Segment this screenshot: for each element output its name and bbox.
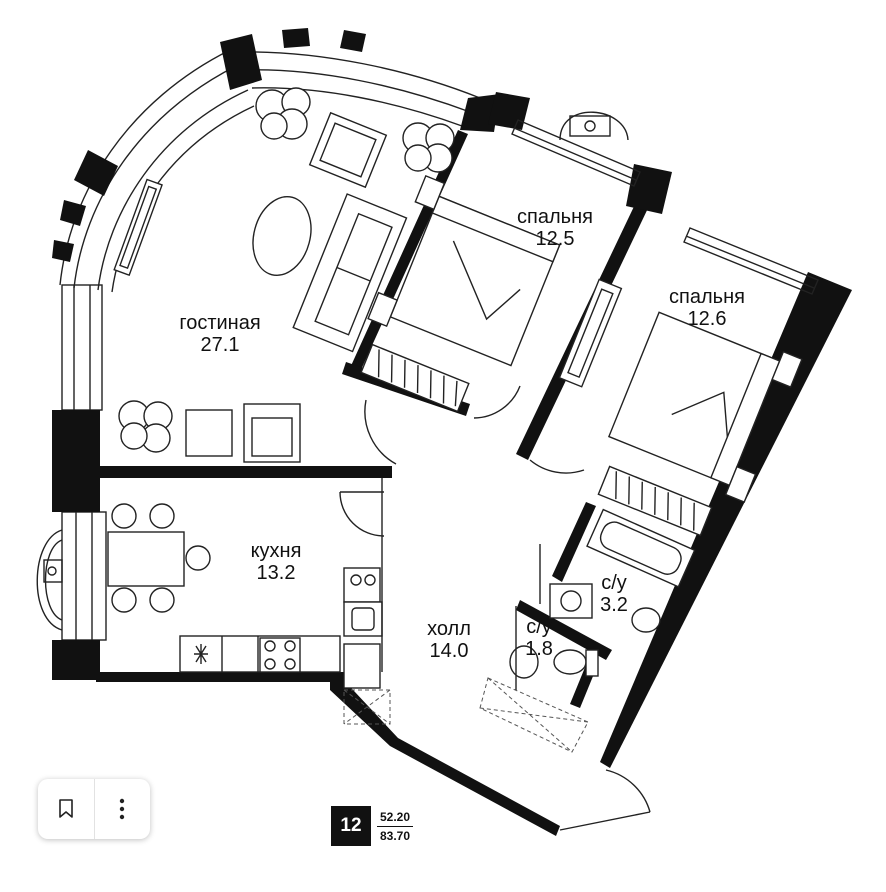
room-label-bedroom2: спальня 12.6 [652, 286, 762, 330]
room-name: с/у [526, 616, 552, 638]
washing-machine [549, 583, 593, 619]
more-options-button[interactable] [94, 779, 150, 839]
apartment-badge: 12 52.20 83.70 [331, 806, 419, 846]
plant-icon [118, 400, 173, 453]
room-area: 12.6 [687, 308, 727, 330]
wall-segment [52, 240, 74, 262]
room-name: гостиная [179, 312, 261, 334]
wardrobe [360, 343, 470, 413]
room-area: 3.2 [600, 594, 628, 616]
apartment-areas: 52.20 83.70 [371, 806, 419, 846]
room-name: холл [427, 618, 471, 640]
wall-segment [60, 200, 86, 226]
coffee-table [252, 195, 312, 277]
room-label-bath1: с/у 3.2 [586, 572, 642, 616]
fridge [343, 567, 381, 603]
more-vertical-icon [120, 798, 125, 820]
room-label-living: гостиная 27.1 [160, 312, 280, 356]
room-label-bedroom1: спальня 12.5 [500, 206, 610, 250]
room-area: 12.5 [535, 228, 575, 250]
room-area: 13.2 [256, 562, 296, 584]
living-area-value: 52.20 [379, 809, 411, 824]
wall-segment [282, 28, 310, 48]
sink [343, 601, 383, 637]
divider-line [377, 825, 413, 827]
chair [149, 587, 175, 613]
wall-segment [340, 30, 366, 52]
room-area: 14.0 [429, 640, 469, 662]
storage-closet [343, 643, 381, 689]
total-area-value: 83.70 [379, 828, 411, 843]
room-name: спальня [517, 206, 593, 228]
room-label-kitchen: кухня 13.2 [226, 540, 326, 584]
room-label-hall: холл 14.0 [404, 618, 494, 662]
room-name: спальня [669, 286, 745, 308]
floating-toolbar [38, 779, 150, 839]
apartment-number: 12 [331, 806, 371, 846]
chair [185, 545, 211, 571]
toolbar-divider [93, 779, 95, 839]
room-label-bath2: с/у 1.8 [512, 616, 566, 660]
bookmark-icon [58, 799, 73, 818]
room-name: кухня [250, 540, 302, 562]
room-area: 1.8 [525, 638, 553, 660]
plant-icon [402, 122, 455, 173]
sink [631, 607, 661, 633]
plant-icon [255, 87, 311, 140]
chair [149, 503, 175, 529]
side-table [185, 409, 233, 457]
wall-segment [74, 150, 118, 196]
chair [111, 503, 137, 529]
room-name: с/у [601, 572, 627, 594]
bookmark-button[interactable] [38, 779, 94, 839]
room-area: 27.1 [200, 334, 240, 356]
sink [509, 645, 539, 679]
wall-segment [220, 34, 262, 90]
chair [111, 587, 137, 613]
dining-table [107, 531, 185, 587]
